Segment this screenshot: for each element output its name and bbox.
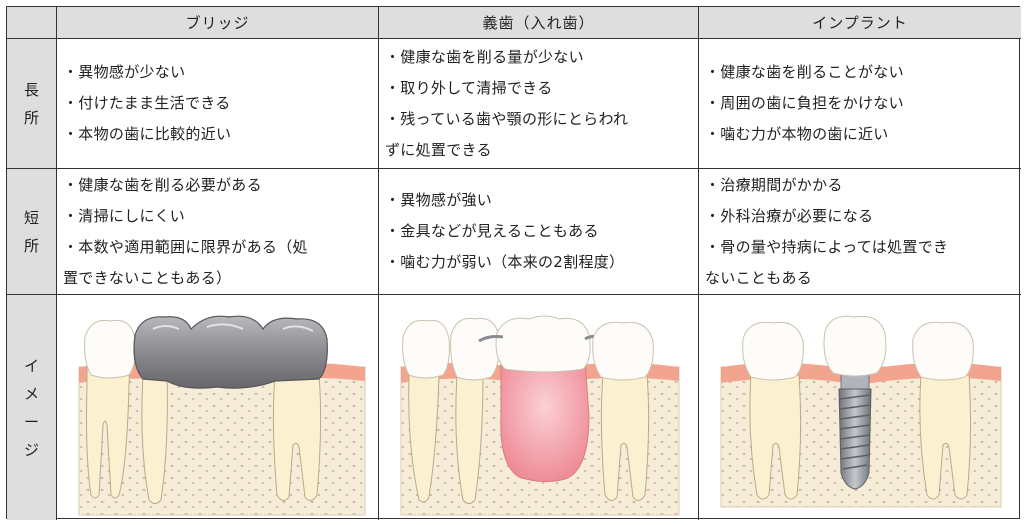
implant-threads [839,394,871,470]
abutment-root-left [141,374,168,504]
list-item: ・健康な歯を削る必要がある [63,175,262,194]
corner-cell [7,7,57,39]
list-item: ・取り外して清掃できる [385,78,553,97]
implant-illustration [699,295,1021,520]
implant-illustration-svg [720,315,1002,508]
list-item: ・清掃にしにくい [63,206,186,225]
list-item: ないこともある [705,268,813,287]
denture-illustration [379,295,699,520]
list-item: ・健康な歯を削ることがない [705,63,904,81]
abutment-root-right [272,374,322,501]
implant-post [838,388,872,490]
list-item: ・異物感が少ない [63,63,186,81]
list-item: ・本物の歯に比較的近い [63,125,232,143]
row-label-char: 短 [23,208,39,227]
list-item: ・健康な歯を削る量が少ない [385,47,584,66]
header-bridge: ブリッジ [57,7,379,39]
tooth-left-crown [402,319,450,379]
list-item: ・金具などが見えることもある [385,222,599,240]
tooth-left-root [749,374,802,500]
tooth-left-crown [742,321,804,381]
tooth-right-crown [592,321,654,381]
cons-implant: ・治療期間がかかる ・外科治療が必要になる ・骨の量や持病によっては処置でき な… [699,169,1021,295]
cons-bridge: ・健康な歯を削る必要がある ・清掃にしにくい ・本数や適用範囲に限界がある（処 … [57,169,379,295]
list-item: ・周囲の歯に負担をかけない [705,94,904,112]
list-item: ・残っている歯や顎の形にとらわれ [385,109,629,128]
row-label-image: イ メ ー ジ [7,295,57,520]
header-denture: 義歯（入れ歯） [379,7,699,39]
list-item: ・噛む力が弱い（本来の2割程度） [385,253,625,271]
pros-implant: ・健康な歯を削ることがない ・周囲の歯に負担をかけない ・噛む力が本物の歯に近い [699,39,1021,169]
row-label-cons: 短 所 [7,169,57,295]
bridge-illustration [57,295,379,520]
list-item: ・付けたまま生活できる [63,94,231,112]
denture-tooth [495,315,591,373]
list-item: ・骨の量や持病によっては処置でき [705,237,949,256]
row-label-char: メ [23,384,39,403]
list-item: 置できないこともある） [63,268,232,287]
row-label-pros: 長 所 [7,39,57,169]
metal-highlight [152,323,314,332]
tooth-right-root [919,374,972,500]
tooth-left-crown [84,319,136,379]
tooth-right-crown [912,321,974,381]
list-item: ・治療期間がかかる [705,175,843,194]
tooth-second-crown [450,317,500,381]
list-item: ・異物感が強い [385,191,493,209]
tooth-second-root [455,374,484,504]
tooth-left-root [408,374,440,503]
denture-illustration-svg [400,315,680,516]
row-label-char: ジ [23,440,39,459]
row-label-char: 所 [23,108,39,127]
comparison-table: ブリッジ 義歯（入れ歯） インプラント 長 所 ・異物感が少ない ・付けたまま生… [6,6,1021,520]
clasp-left [478,335,504,343]
list-item: ・本数や適用範囲に限界がある（処 [63,237,308,256]
row-label-char: イ [23,356,39,375]
tooth-right-root [600,374,650,501]
list-item: ・外科治療が必要になる [705,206,874,225]
list-item: ずに処置できる [385,140,492,159]
row-label-char: 長 [23,80,39,99]
implant-crown [823,315,887,377]
list-item: ・噛む力が本物の歯に近い [705,125,889,143]
row-label-char: ー [23,412,39,431]
pros-denture: ・健康な歯を削る量が少ない ・取り外して清掃できる ・残っている歯や顎の形にとら… [379,39,699,169]
bridge-illustration-svg [78,315,366,516]
pros-bridge: ・異物感が少ない ・付けたまま生活できる ・本物の歯に比較的近い [57,39,379,169]
header-implant: インプラント [699,7,1021,39]
row-label-char: 所 [23,236,39,255]
cons-denture: ・異物感が強い ・金具などが見えることもある ・噛む力が弱い（本来の2割程度） [379,169,699,295]
metal-bridge [133,315,328,389]
denture-base [500,355,590,483]
